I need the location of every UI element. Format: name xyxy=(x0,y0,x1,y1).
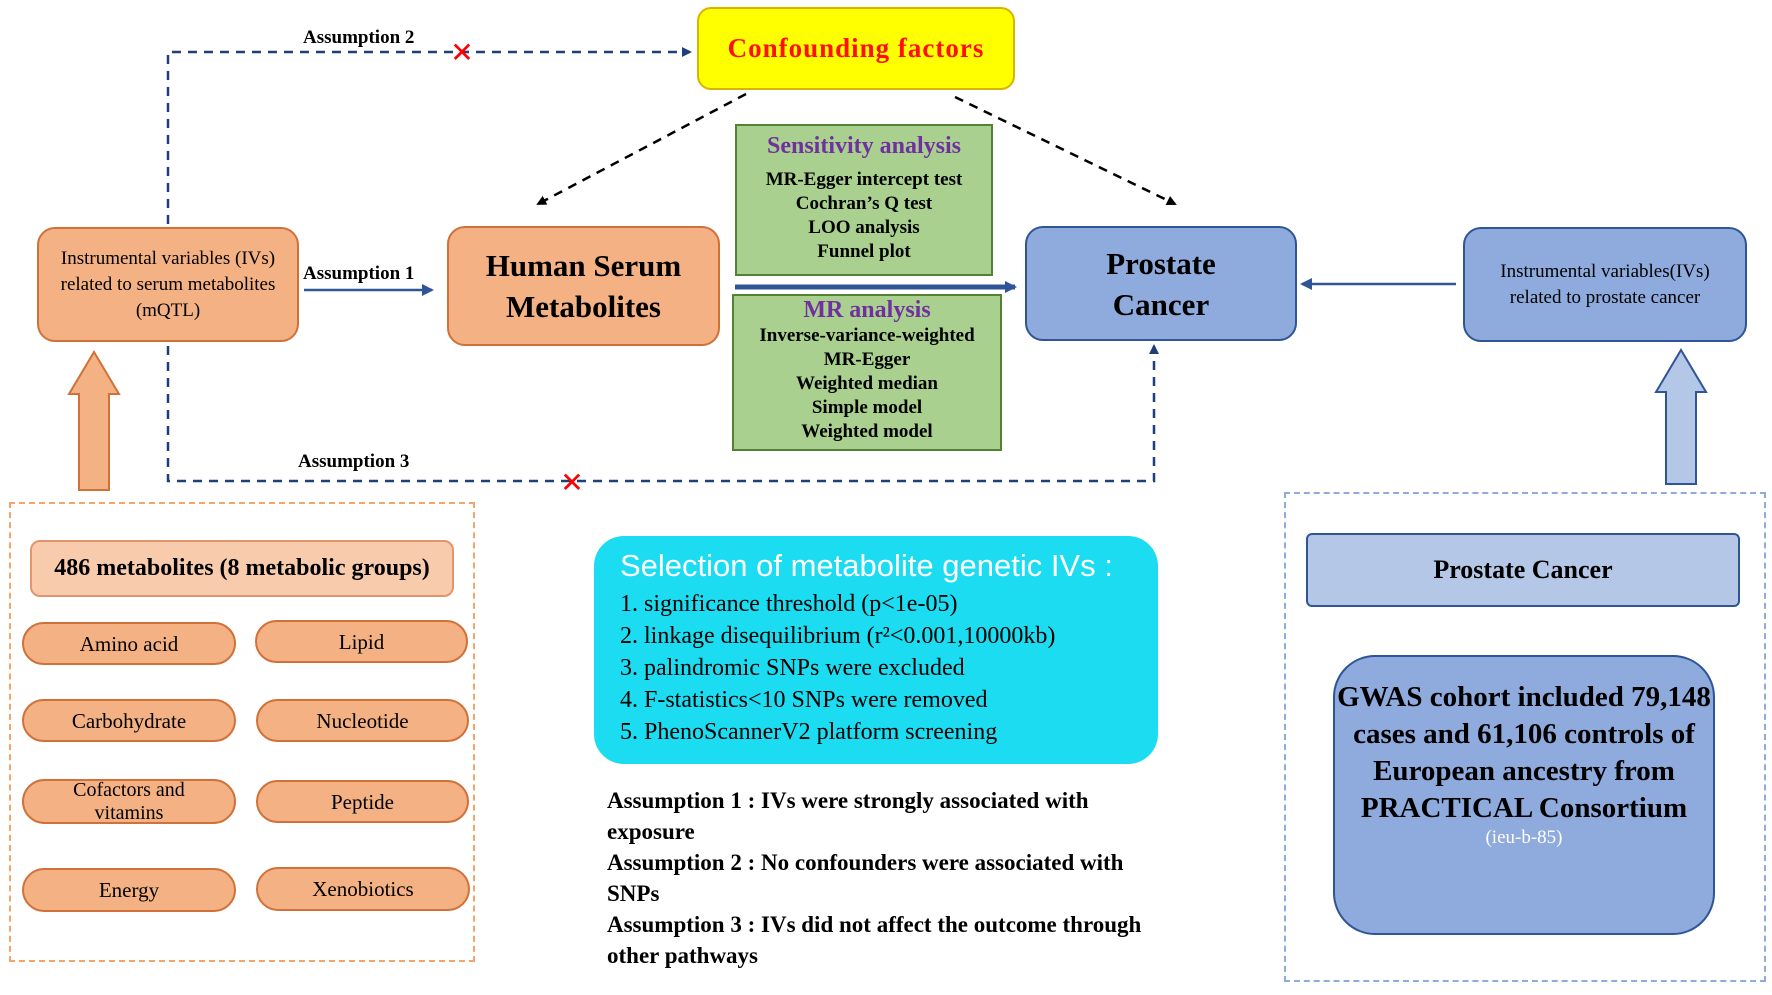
metabolite-group-carbohydrate: Carbohydrate xyxy=(22,699,236,742)
outcome-label: Prostate Cancer xyxy=(1433,555,1613,584)
mr-analysis-item: Weighted median xyxy=(796,373,938,394)
confound-to-cancer-arrow xyxy=(954,95,1177,206)
metabolites-header: 486 metabolites (8 metabolic groups) xyxy=(30,540,454,597)
metabolites-header-label: 486 metabolites (8 metabolic groups) xyxy=(54,555,430,581)
sensitivity-item: MR-Egger intercept test xyxy=(765,169,963,190)
mr-analysis-item: Inverse-variance-weighted xyxy=(759,325,975,346)
assumption-3-path xyxy=(166,344,1159,483)
iv-selection-item: 5. PhenoScannerV2 platform screening xyxy=(620,719,998,745)
metabolite-group-lipid: Lipid xyxy=(255,620,468,663)
iv-selection-item: 1. significance threshold (p<1e-05) xyxy=(620,591,958,617)
assumption-2-text: Assumption 2 : No confounders were assoc… xyxy=(607,850,1124,906)
sensitivity-item: LOO analysis xyxy=(808,217,920,238)
outcome-label-box: Prostate Cancer xyxy=(1306,533,1740,607)
metabolite-group-xenobiotics: Xenobiotics xyxy=(256,867,470,911)
metabolite-group-amino-acid: Amino acid xyxy=(22,622,236,665)
iv-selection-title: Selection of metabolite genetic IVs : xyxy=(620,548,1113,583)
assumption-2-cross-icon: ✕ xyxy=(450,36,473,69)
sensitivity-analysis-box: Sensitivity analysis MR-Egger intercept … xyxy=(735,124,993,276)
prostate-cancer-box: Prostate Cancer xyxy=(1025,226,1297,341)
prostate-cancer-label: Prostate Cancer xyxy=(1106,245,1216,322)
sensitivity-analysis-title: Sensitivity analysis xyxy=(766,133,962,159)
assumptions-legend: Assumption 1 : IVs were strongly associa… xyxy=(607,785,1167,971)
human-serum-metabolites-box: Human Serum Metabolites xyxy=(447,226,720,346)
assumption-3-label: Assumption 3 xyxy=(298,451,410,472)
iv-outcome-box: Instrumental variables(IVs) related to p… xyxy=(1463,227,1747,342)
confounding-factors-label: Confounding factors xyxy=(727,33,985,63)
mr-analysis-item: Weighted model xyxy=(801,421,933,442)
confound-to-metabolites-arrow xyxy=(536,92,747,206)
gwas-id: (ieu-b-85) xyxy=(1485,827,1563,848)
iv-selection-item: 3. palindromic SNPs were excluded xyxy=(620,655,965,681)
iv-exposure-label: Instrumental variables (IVs) related to … xyxy=(60,247,276,321)
sensitivity-item: Funnel plot xyxy=(817,241,911,262)
outcome-panel xyxy=(1284,492,1766,982)
iv-outcome-label: Instrumental variables(IVs) related to p… xyxy=(1500,260,1710,308)
blue-up-arrow xyxy=(1654,348,1708,485)
mr-analysis-box: MR analysis Inverse-variance-weighted MR… xyxy=(732,294,1002,451)
assumption-2-path xyxy=(166,47,692,224)
sensitivity-item: Cochran’s Q test xyxy=(795,193,933,214)
confounding-factors-box: Confounding factors xyxy=(697,7,1015,90)
assumption-1-text: Assumption 1 : IVs were strongly associa… xyxy=(607,788,1089,844)
metabolite-group-nucleotide: Nucleotide xyxy=(256,699,469,742)
mr-analysis-item: Simple model xyxy=(811,397,923,418)
gwas-cohort-text: GWAS cohort included 79,148 cases and 61… xyxy=(1337,681,1711,824)
iv-selection-item: 4. F-statistics<10 SNPs were removed xyxy=(620,687,988,713)
iv-exposure-box: Instrumental variables (IVs) related to … xyxy=(37,227,299,342)
metabolites-panel xyxy=(9,502,475,962)
assumption-3-cross-icon: ✕ xyxy=(560,466,583,499)
gwas-cohort-box: GWAS cohort included 79,148 cases and 61… xyxy=(1333,655,1715,935)
orange-up-arrow xyxy=(67,350,121,491)
metabolite-group-peptide: Peptide xyxy=(256,780,469,823)
assumption-2-label: Assumption 2 xyxy=(303,27,415,48)
mr-analysis-title: MR analysis xyxy=(803,297,931,323)
assumption-1-label: Assumption 1 xyxy=(303,263,415,284)
iv-selection-box: Selection of metabolite genetic IVs : 1.… xyxy=(594,536,1158,764)
metabolite-group-energy: Energy xyxy=(22,868,236,912)
metabolite-group-cofactors-vitamins: Cofactors and vitamins xyxy=(22,779,236,824)
iv-selection-item: 2. linkage disequilibrium (r²<0.001,1000… xyxy=(620,623,1056,649)
mr-analysis-item: MR-Egger xyxy=(823,349,911,370)
assumption-3-text: Assumption 3 : IVs did not affect the ou… xyxy=(607,912,1142,968)
human-serum-metabolites-label: Human Serum Metabolites xyxy=(485,248,682,324)
